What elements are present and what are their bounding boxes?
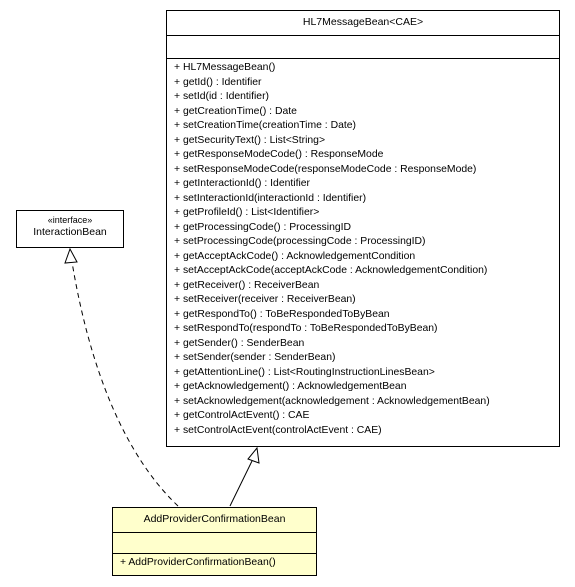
attributes-section	[167, 35, 559, 58]
operation-item: + getRespondTo() : ToBeRespondedToByBean	[174, 308, 390, 320]
operation-item: + setCreationTime(creationTime : Date)	[174, 120, 356, 131]
operation-item: + AddProviderConfirmationBean()	[120, 557, 276, 568]
class-name: InteractionBean	[33, 226, 107, 238]
operation-item: + getControlActEvent() : CAE	[174, 410, 310, 421]
operation-item: + getReceiver() : ReceiverBean	[174, 279, 320, 291]
class-name: HL7MessageBean<CAE>	[302, 16, 424, 28]
class-add-provider-confirmation-bean[interactable]: AddProviderConfirmationBean + AddProvide…	[112, 507, 317, 576]
operations-section: + HL7MessageBean() + getId() : Identifier…	[167, 58, 559, 438]
generalization-arrowhead	[247, 446, 260, 464]
operation-item: + getCreationTime() : Date	[174, 105, 297, 117]
operation-item: + setResponseModeCode(responseModeCode :…	[174, 163, 477, 175]
operation-item: + HL7MessageBean()	[174, 62, 276, 73]
operation-item: + getResponseModeCode() : ResponseMode	[174, 149, 384, 160]
operation-item: + getProfileId() : List<Identifier>	[174, 207, 320, 218]
interface-interaction-bean[interactable]: «interface» InteractionBean	[16, 210, 124, 248]
operation-item: + getAcknowledgement() : Acknowledgement…	[174, 381, 407, 392]
class-name: AddProviderConfirmationBean	[143, 513, 286, 525]
operation-item: + getSender() : SenderBean	[174, 337, 305, 349]
operation-item: + setAcknowledgement(acknowledgement : A…	[174, 395, 490, 407]
operation-item: + getId() : Identifier	[174, 76, 262, 88]
class-name-section: HL7MessageBean<CAE>	[167, 11, 559, 35]
realization-edge	[71, 261, 179, 507]
operation-item: + setAcceptAckCode(acceptAckCode : Ackno…	[174, 265, 488, 276]
realization-arrowhead	[64, 247, 78, 264]
stereotype-label: «interface»	[47, 215, 93, 225]
generalization-edge	[229, 460, 253, 507]
operation-item: + setId(id : Identifier)	[174, 91, 270, 102]
operation-item: + setControlActEvent(controlActEvent : C…	[174, 424, 382, 436]
operation-item: + getSecurityText() : List<String>	[174, 134, 326, 146]
operation-item: + setReceiver(receiver : ReceiverBean)	[174, 294, 356, 305]
attributes-section	[113, 532, 316, 553]
class-name-section: AddProviderConfirmationBean	[113, 508, 316, 532]
operation-item: + setSender(sender : SenderBean)	[174, 352, 336, 363]
operations-list: + HL7MessageBean() + getId() : Identifier…	[167, 59, 559, 438]
operation-item: + setInteractionId(interactionId : Ident…	[174, 192, 367, 204]
operation-item: + getAttentionLine() : List<RoutingInstr…	[174, 366, 435, 378]
class-hl7-message-bean[interactable]: HL7MessageBean<CAE> + HL7MessageBean()+ …	[166, 10, 560, 447]
operation-item: + getProcessingCode() : ProcessingID	[174, 221, 352, 233]
operation-item: + setProcessingCode(processingCode : Pro…	[174, 236, 426, 247]
operation-item: + getAcceptAckCode() : AcknowledgementCo…	[174, 250, 416, 262]
operation-item: + setRespondTo(respondTo : ToBeResponded…	[174, 323, 438, 334]
operation-item: + getInteractionId() : Identifier	[174, 178, 311, 189]
operations-section: + AddProviderConfirmationBean()	[113, 553, 316, 571]
operations-list: + AddProviderConfirmationBean()	[113, 554, 316, 571]
